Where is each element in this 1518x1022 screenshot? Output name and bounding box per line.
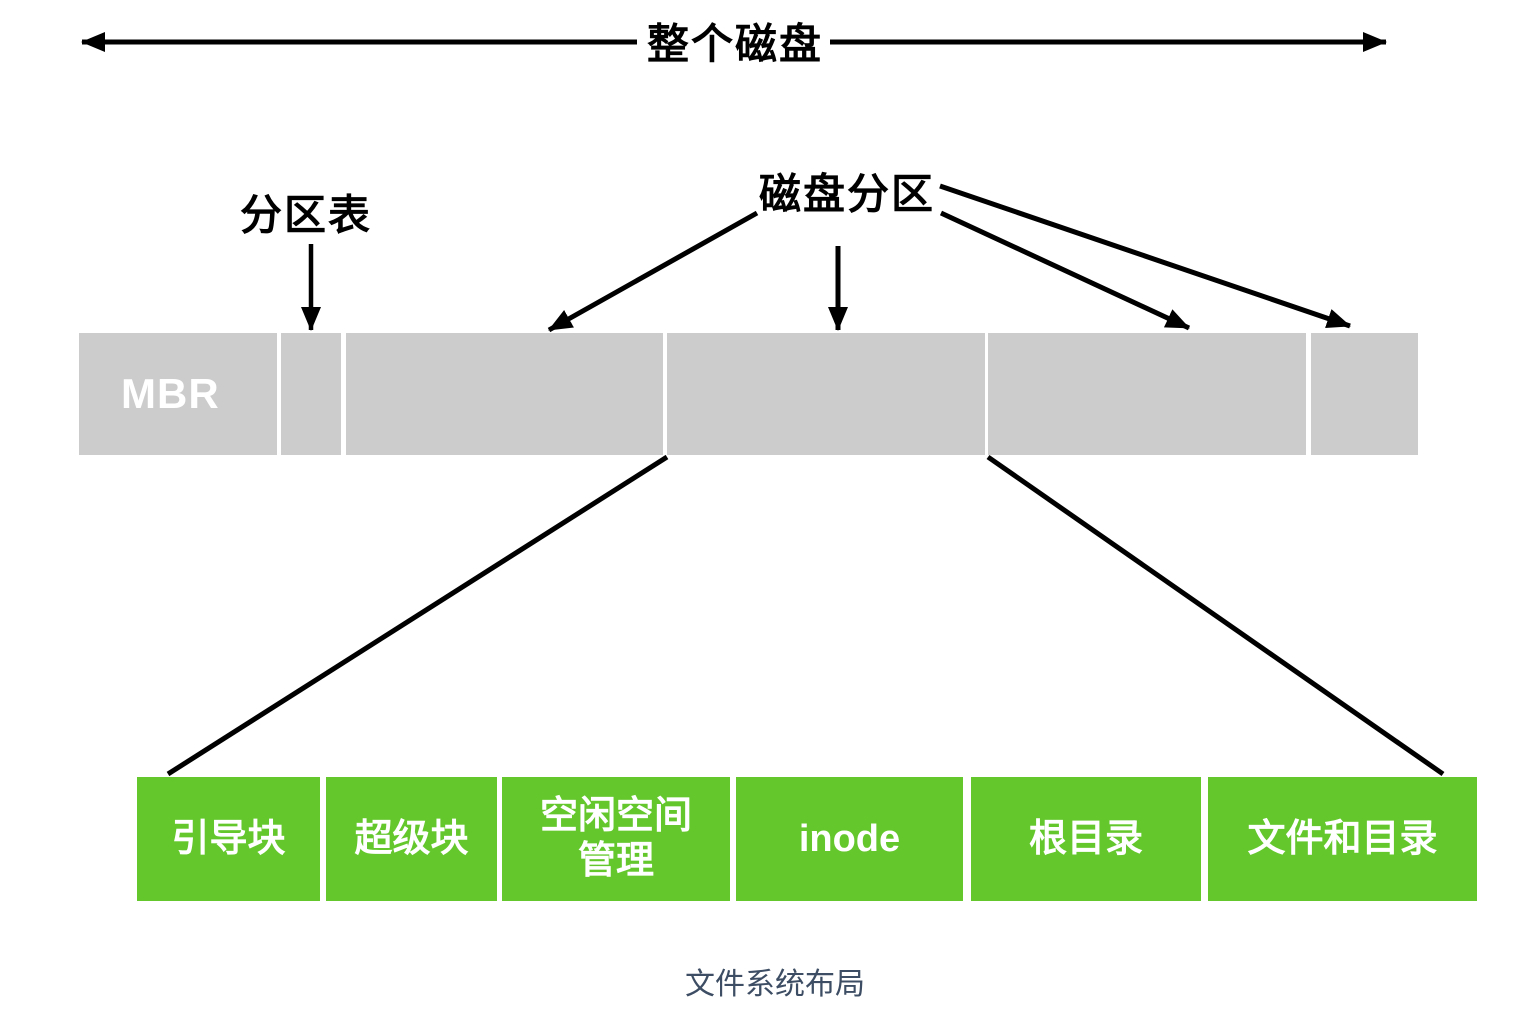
fs-segment-boot-block: 引导块 bbox=[137, 777, 320, 901]
fs-segment-label: 引导块 bbox=[171, 817, 286, 860]
disk-partition-label: 磁盘分区 bbox=[758, 170, 936, 218]
fs-segment-label: 空闲空间管理 bbox=[539, 795, 692, 882]
whole-disk-label: 整个磁盘 bbox=[646, 20, 824, 68]
fs-segment-files-and-directories: 文件和目录 bbox=[1208, 777, 1477, 901]
disk-segment-mbr: MBR bbox=[79, 333, 277, 455]
partition-table-label: 分区表 bbox=[239, 191, 373, 239]
fs-segment-label: 超级块 bbox=[354, 817, 469, 860]
expansion-line-left bbox=[166, 454, 669, 777]
fs-segment-root-directory: 根目录 bbox=[971, 777, 1201, 901]
disk-partition-arrow-right bbox=[939, 210, 1191, 331]
disk-segment-partition-3 bbox=[988, 333, 1306, 455]
mbr-label: MBR bbox=[121, 370, 220, 417]
disk-segment-partition-table bbox=[281, 333, 341, 455]
fs-segment-inode: inode bbox=[736, 777, 963, 901]
disk-segment-partition-4 bbox=[1311, 333, 1418, 455]
diagram-caption: 文件系统布局 bbox=[685, 968, 865, 1001]
fs-segment-label: inode bbox=[798, 817, 901, 860]
disk-partition-arrow-left bbox=[547, 210, 759, 333]
disk-partition-arrow-far-right bbox=[939, 183, 1351, 329]
expansion-line-right bbox=[986, 454, 1445, 777]
fs-segment-label: 文件和目录 bbox=[1247, 817, 1438, 860]
disk-segment-partition-1 bbox=[346, 333, 663, 455]
fs-segment-label: 根目录 bbox=[1028, 817, 1143, 860]
disk-segment-partition-2 bbox=[667, 333, 985, 455]
fs-segment-free-space-management: 空闲空间管理 bbox=[502, 777, 730, 901]
fs-segment-super-block: 超级块 bbox=[326, 777, 497, 901]
